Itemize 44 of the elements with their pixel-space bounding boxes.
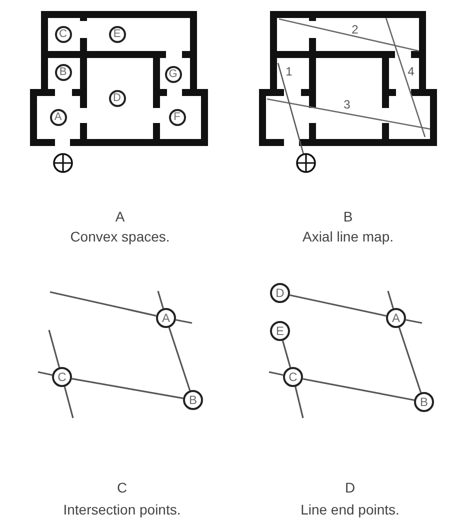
letter-circle: A bbox=[386, 308, 406, 328]
letter-circle: C bbox=[54, 26, 72, 42]
letter-circle: A bbox=[50, 108, 66, 126]
letter-circle: A bbox=[156, 308, 176, 328]
line-number: 4 bbox=[408, 65, 414, 79]
line-number: 2 bbox=[352, 23, 358, 37]
connector-line bbox=[64, 386, 74, 418]
letter-circle: C bbox=[52, 367, 72, 387]
letter-circle: B bbox=[183, 390, 203, 410]
cross-circle-icon bbox=[296, 153, 316, 173]
connector-line bbox=[387, 290, 394, 309]
connector-line bbox=[268, 371, 284, 376]
connector-line bbox=[168, 327, 191, 391]
connector-line bbox=[302, 378, 414, 401]
connector-line bbox=[48, 330, 60, 368]
panel-letter: D bbox=[344, 480, 356, 496]
letter-circle: E bbox=[270, 321, 290, 341]
letter-circle: B bbox=[54, 64, 72, 80]
connector-line bbox=[294, 386, 304, 418]
letter-circle: C bbox=[283, 367, 303, 387]
panel-caption: Convex spaces. bbox=[70, 229, 170, 245]
connector-line bbox=[50, 291, 156, 317]
panel-caption: Intersection points. bbox=[63, 502, 181, 518]
connector-line bbox=[398, 327, 422, 393]
letter-circle: B bbox=[414, 392, 434, 412]
connector-line bbox=[290, 294, 386, 317]
line-number: 3 bbox=[344, 98, 350, 112]
connector-line bbox=[176, 319, 192, 324]
letter-circle: G bbox=[164, 66, 182, 82]
letter-circle: D bbox=[108, 90, 126, 106]
connector-line bbox=[157, 290, 164, 309]
panel-letter: A bbox=[115, 209, 125, 225]
letter-circle: E bbox=[108, 26, 126, 42]
panel-caption: Line end points. bbox=[300, 502, 400, 518]
connector-line bbox=[72, 378, 184, 400]
cross-circle-icon bbox=[53, 153, 73, 173]
connector-line bbox=[406, 319, 422, 324]
connector-line bbox=[38, 371, 52, 376]
connector-line bbox=[282, 340, 292, 368]
letter-circle: F bbox=[168, 108, 186, 126]
panel-caption: Axial line map. bbox=[302, 229, 394, 245]
panel-letter: B bbox=[343, 209, 353, 225]
panel-letter: C bbox=[116, 480, 128, 496]
letter-circle: D bbox=[270, 283, 290, 303]
